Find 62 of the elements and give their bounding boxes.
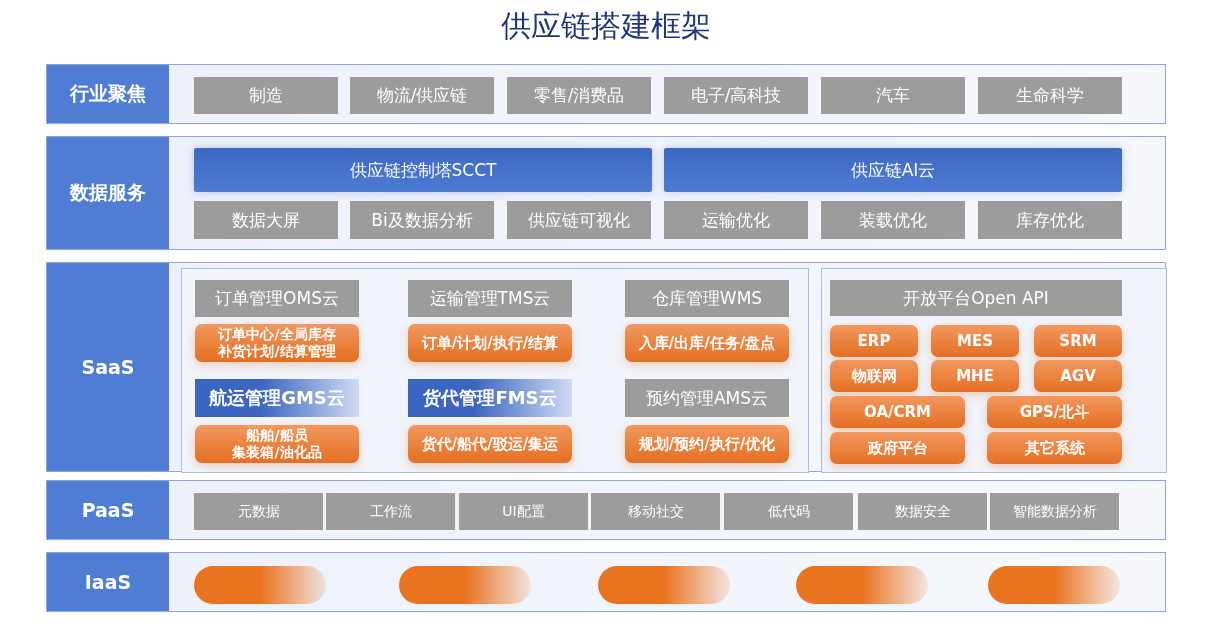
feature-box: 政府平台 (830, 432, 965, 464)
feature-box: MES (931, 325, 1019, 357)
module-box: 移动社交 (591, 493, 720, 530)
feature-box: 订单/计划/执行/结算 (408, 324, 572, 362)
module-box: 运输优化 (664, 201, 808, 239)
feature-box: 货代/船代/驳运/集运 (408, 425, 572, 463)
layer-label: 行业聚焦 (68, 81, 147, 106)
group-panel (181, 268, 809, 473)
feature-box: 物联网 (830, 360, 918, 392)
layer-band (46, 136, 1166, 250)
module-box: 仓库管理WMS (625, 280, 789, 317)
feature-box: 规划/预约/执行/优化 (625, 425, 789, 463)
service-header-box: 供应链AI云 (664, 148, 1122, 192)
layer-label: IaaS (83, 570, 133, 595)
layer-band (46, 480, 1166, 540)
module-box: Bi及数据分析 (350, 201, 494, 239)
cloud-provider-pill (988, 566, 1120, 604)
module-box: 数据大屏 (194, 201, 338, 239)
feature-box: 船舶/船员集装箱/油化品 (195, 425, 359, 463)
module-box: 装载优化 (821, 201, 965, 239)
module-box: 生命科学 (978, 77, 1122, 114)
layer-label: 数据服务 (69, 180, 147, 205)
feature-box: GPS/北斗 (987, 396, 1122, 428)
module-box: 零售/消费品 (507, 77, 651, 114)
feature-box: MHE (931, 360, 1019, 392)
layer-band (46, 262, 1166, 472)
module-box: 数据安全 (858, 493, 987, 530)
feature-box: 入库/出库/任务/盘点 (625, 324, 789, 362)
feature-box: 订单中心/全局库存补货计划/结算管理 (195, 324, 359, 362)
module-box: 汽车 (821, 77, 965, 114)
layer-band (46, 552, 1166, 612)
cloud-provider-pill (598, 566, 730, 604)
module-box: 制造 (194, 77, 338, 114)
cloud-provider-pill (796, 566, 928, 604)
module-box: 物流/供应链 (350, 77, 494, 114)
feature-box: OA/CRM (830, 396, 965, 428)
service-header-box: 供应链控制塔SCCT (194, 148, 652, 192)
module-box: 货代管理FMS云 (408, 379, 572, 417)
module-box: 库存优化 (978, 201, 1122, 239)
layer-label: SaaS (80, 355, 136, 380)
feature-box: SRM (1034, 325, 1122, 357)
group-panel (821, 268, 1167, 473)
feature-box: 其它系统 (987, 432, 1122, 464)
diagram-title: 供应链搭建框架 (499, 7, 712, 45)
module-box: 订单管理OMS云 (195, 280, 359, 317)
feature-box: ERP (830, 325, 918, 357)
module-box: 预约管理AMS云 (625, 379, 789, 417)
module-box: 供应链可视化 (507, 201, 651, 239)
module-box: 工作流 (326, 493, 455, 530)
module-box: 低代码 (724, 493, 853, 530)
module-box: 元数据 (194, 493, 323, 530)
module-box: 开放平台Open API (830, 280, 1122, 316)
cloud-provider-pill (399, 566, 531, 604)
module-box: 电子/高科技 (664, 77, 808, 114)
module-box: 运输管理TMS云 (408, 280, 572, 317)
layer-label: PaaS (80, 498, 136, 523)
layer-band (46, 64, 1166, 124)
module-box: 智能数据分析 (990, 493, 1119, 530)
module-box: 航运管理GMS云 (195, 379, 359, 417)
cloud-provider-pill (194, 566, 326, 604)
feature-box: AGV (1034, 360, 1122, 392)
module-box: UI配置 (459, 493, 588, 530)
